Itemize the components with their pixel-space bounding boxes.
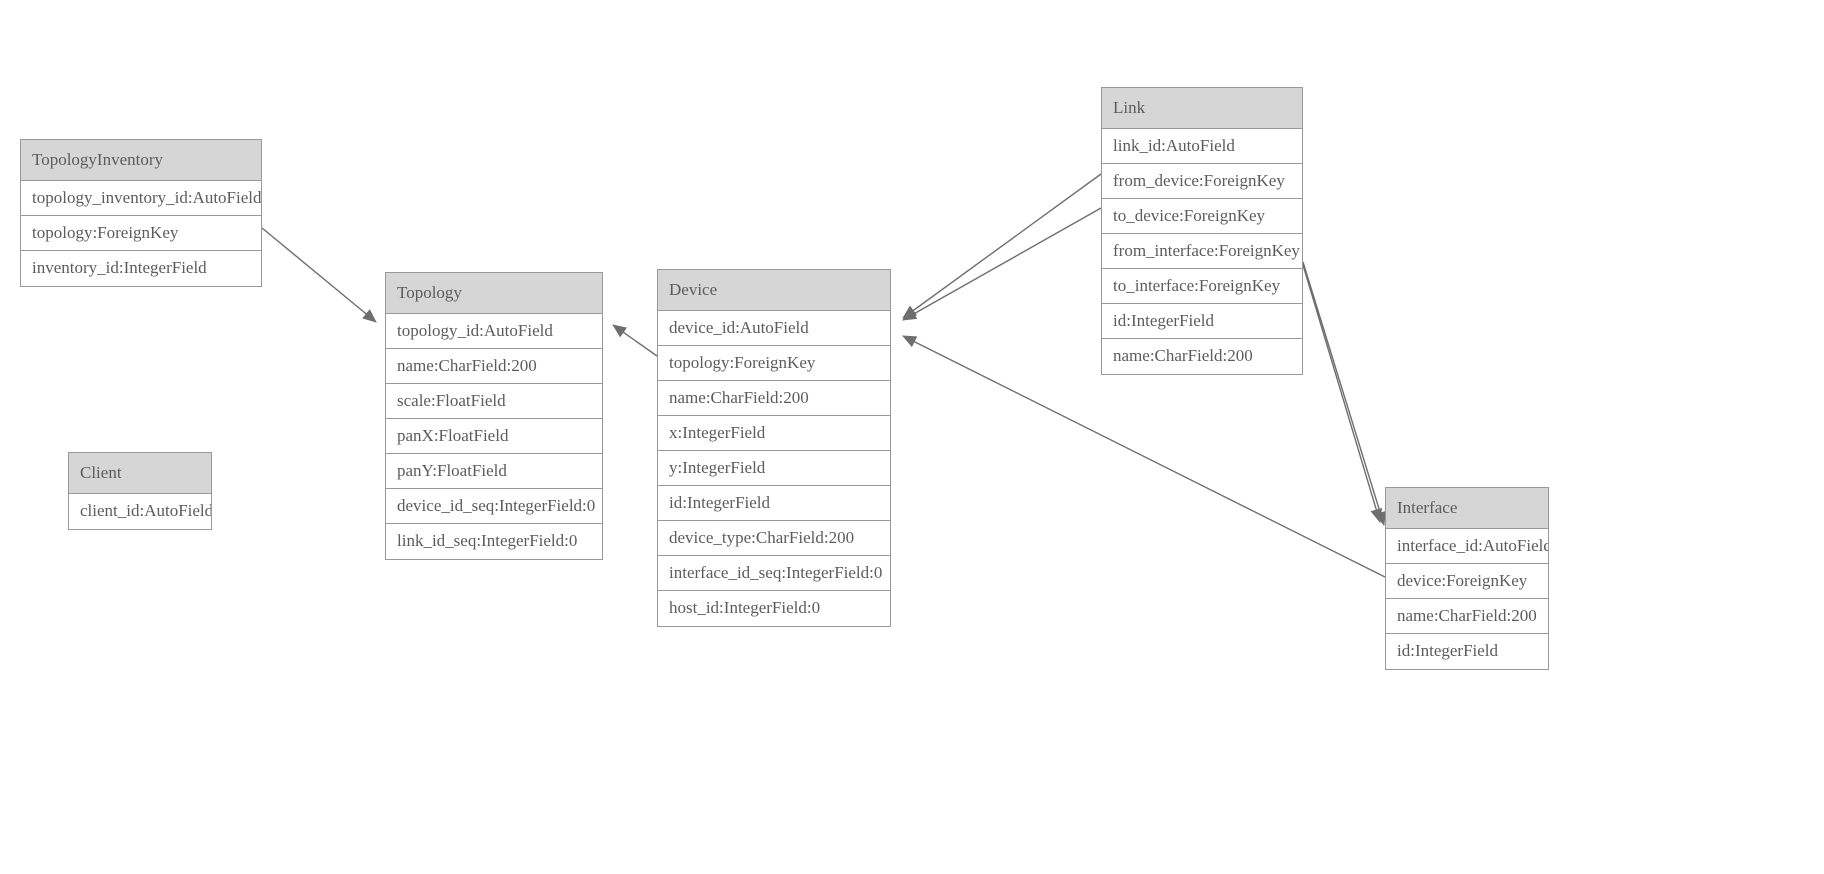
field-device-topology: topology:ForeignKey: [658, 346, 890, 381]
entity-title-link: Link: [1102, 88, 1302, 129]
field-topology-panx: panX:FloatField: [386, 419, 602, 454]
edge-topologyinventory-topology: [261, 227, 377, 323]
field-topology-link-id-seq: link_id_seq:IntegerField:0: [397, 531, 578, 550]
field-topology-inventory-id: topology_inventory_id:AutoField: [21, 181, 261, 216]
edge-link-to-device: [902, 207, 1102, 321]
field-client-id: client_id:AutoField: [80, 501, 211, 520]
field-topology-device-id-seq: device_id_seq:IntegerField:0: [386, 489, 602, 524]
field-device-id-integer: id:IntegerField: [658, 486, 890, 521]
field-link-id: link_id:AutoField: [1102, 129, 1302, 164]
field-link-to-interface: to_interface:ForeignKey: [1102, 269, 1302, 304]
edge-link-to-interface: [1302, 261, 1386, 526]
entity-interface[interactable]: Interface interface_id:AutoField device:…: [1385, 487, 1549, 670]
entity-title-device: Device: [658, 270, 890, 311]
field-topology-id: topology_id:AutoField: [386, 314, 602, 349]
entity-link[interactable]: Link link_id:AutoField from_device:Forei…: [1101, 87, 1303, 375]
entity-title-interface: Interface: [1386, 488, 1548, 529]
entity-client[interactable]: Client client_id:AutoField: [68, 452, 212, 530]
field-device-host-id: host_id:IntegerField:0: [669, 598, 821, 617]
field-topology-pany: panY:FloatField: [386, 454, 602, 489]
field-interface-id-integer: id:IntegerField: [1397, 641, 1499, 660]
field-link-id-integer: id:IntegerField: [1102, 304, 1302, 339]
entity-title-topology: Topology: [386, 273, 602, 314]
edge-device-topology: [612, 324, 658, 357]
field-topology-foreignkey: topology:ForeignKey: [21, 216, 261, 251]
field-device-id: device_id:AutoField: [658, 311, 890, 346]
entity-title-client: Client: [69, 453, 211, 494]
entity-topologyinventory[interactable]: TopologyInventory topology_inventory_id:…: [20, 139, 262, 287]
field-interface-name: name:CharField:200: [1386, 599, 1548, 634]
field-inventory-id: inventory_id:IntegerField: [32, 258, 207, 277]
field-device-interface-id-seq: interface_id_seq:IntegerField:0: [658, 556, 890, 591]
field-link-to-device: to_device:ForeignKey: [1102, 199, 1302, 234]
field-topology-name: name:CharField:200: [386, 349, 602, 384]
entity-device[interactable]: Device device_id:AutoField topology:Fore…: [657, 269, 891, 627]
field-topology-scale: scale:FloatField: [386, 384, 602, 419]
entity-topology[interactable]: Topology topology_id:AutoField name:Char…: [385, 272, 603, 560]
field-link-name: name:CharField:200: [1113, 346, 1253, 365]
field-link-from-interface: from_interface:ForeignKey: [1102, 234, 1302, 269]
field-device-type: device_type:CharField:200: [658, 521, 890, 556]
entity-title-topologyinventory: TopologyInventory: [21, 140, 261, 181]
edge-link-from-interface: [1296, 244, 1383, 523]
field-link-from-device: from_device:ForeignKey: [1102, 164, 1302, 199]
field-interface-id: interface_id:AutoField: [1386, 529, 1548, 564]
edge-link-from-device: [902, 173, 1102, 319]
field-device-name: name:CharField:200: [658, 381, 890, 416]
field-device-x: x:IntegerField: [658, 416, 890, 451]
field-interface-device: device:ForeignKey: [1386, 564, 1548, 599]
field-device-y: y:IntegerField: [658, 451, 890, 486]
